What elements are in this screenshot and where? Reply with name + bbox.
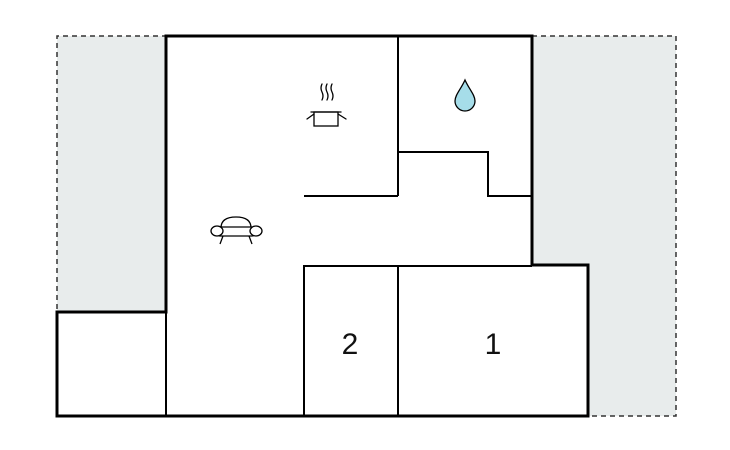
outer-walls	[55, 34, 590, 418]
bathroom-water-drop-icon	[454, 78, 476, 112]
room-label-1: 1	[485, 328, 502, 361]
room-label-2: 2	[342, 328, 359, 361]
kitchen-pot-icon	[306, 83, 347, 127]
interior-walls	[165, 36, 532, 416]
terrace-area-right	[532, 35, 677, 417]
living-room-sofa-icon	[210, 216, 263, 245]
terrace-area-left	[56, 35, 167, 312]
